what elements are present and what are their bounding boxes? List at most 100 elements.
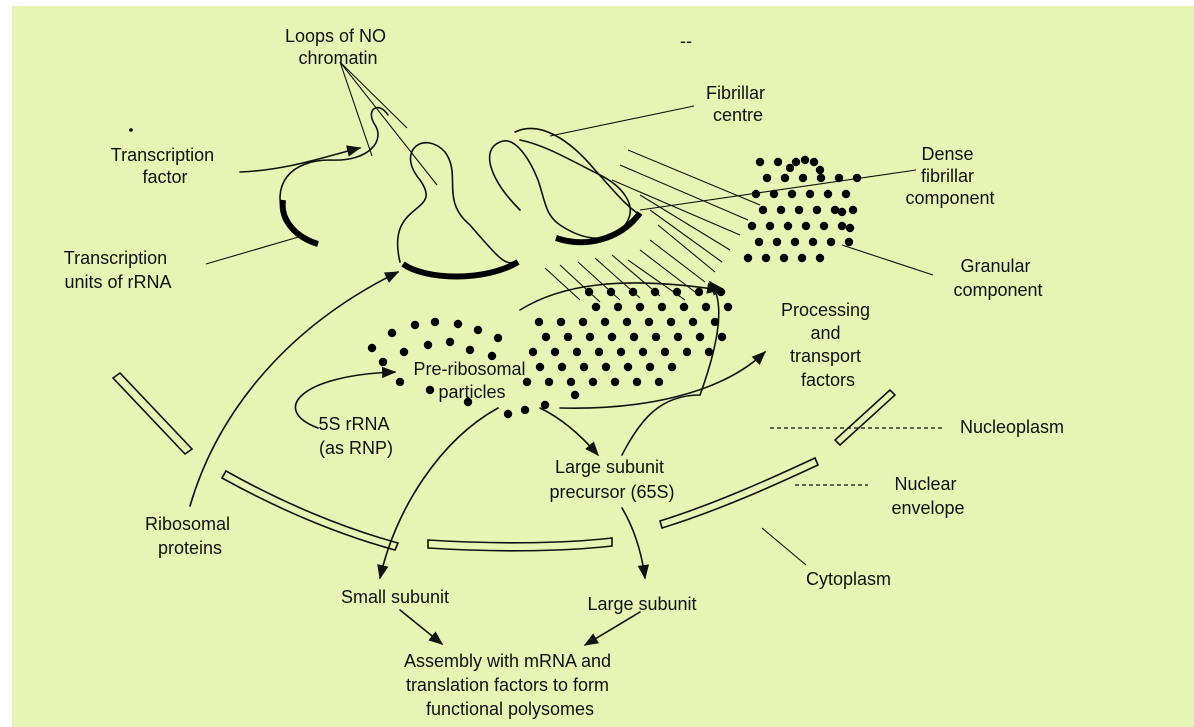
label-cytoplasm: Cytoplasm [806,569,891,589]
particle-dot [607,288,615,296]
envelope-segment [835,390,895,445]
particle-dot [623,318,631,326]
label-pre-ribosomal-particles: Pre-ribosomal particles [413,359,530,402]
particle-dot [820,222,828,230]
particle-dot [695,288,703,296]
particle-dot [611,378,619,386]
particle-dot [791,238,799,246]
particle-dot [667,318,675,326]
particle-dot [838,208,846,216]
particle-dot [792,158,800,166]
envelope-segment [428,538,612,551]
particle-dot [424,341,432,349]
leader-fibrillar-centre [550,106,694,136]
particle-dot [586,333,594,341]
arrow-to-large-precursor [540,408,598,455]
particle-dot [849,206,857,214]
particle-dot [766,222,774,230]
particle-dot [557,318,565,326]
particle-dot [368,344,376,352]
particle-dot [651,288,659,296]
leader-loops-2 [340,62,437,185]
particle-dot [788,190,796,198]
particle-dot [689,318,697,326]
particle-dot [535,318,543,326]
particle-dot [529,348,537,356]
particle-dot [827,238,835,246]
diagram-panel: Loops of NO chromatin -- Fibrillar centr… [12,6,1194,727]
particle-dot [801,156,809,164]
particle-dot [589,378,597,386]
particle-dot [759,206,767,214]
label-loops-of-no-chromatin: Loops of NO chromatin [285,26,391,68]
leader-transcription-units [206,236,302,264]
particle-dot [645,318,653,326]
chromatin-loop-middle [398,143,515,263]
particle-dot [816,254,824,262]
particle-dot [388,329,396,337]
arrow-large-to-assembly [585,612,640,645]
particle-dot [748,222,756,230]
particle-dot [494,334,502,342]
particle-dot [744,254,752,262]
particle-dot [774,158,782,166]
particle-dot [674,333,682,341]
label-fibrillar-centre: Fibrillar centre [706,83,770,125]
arrow-to-small-subunit [380,408,498,578]
particle-dot [806,190,814,198]
label-ribosomal-proteins: Ribosomal proteins [145,514,235,558]
label-large-subunit: Large subunit [587,594,696,614]
arrow-ribosomal-proteins [190,272,398,506]
label-dense-fibrillar-component: Dense fibrillar component [905,144,994,208]
arrow-small-to-assembly [400,610,442,644]
particle-dot [756,158,764,166]
particle-dot [542,333,550,341]
envelope-segment [660,458,818,528]
particle-dot [773,238,781,246]
fibrillar-hatching [545,150,760,302]
particle-dot [799,174,807,182]
particle-dot [629,288,637,296]
particle-dot [784,222,792,230]
particle-dot [777,206,785,214]
particle-dot [617,348,625,356]
leader-cytoplasm [762,528,806,565]
particle-dot [636,303,644,311]
transcription-unit-middle [403,262,518,277]
particle-dot [762,254,770,262]
particle-dot [724,303,732,311]
particle-dot [658,303,666,311]
particle-dot [661,348,669,356]
particle-dot [702,303,710,311]
arrow-to-large-subunit [622,508,645,578]
particle-dot [536,363,544,371]
particle-dot [795,206,803,214]
particle-dot [614,303,622,311]
particle-dot [558,363,566,371]
transcription-unit-left [283,200,318,244]
particle-dot [824,190,832,198]
particle-dot [521,406,529,414]
leader-granular [842,245,933,275]
label-processing-transport-factors: Processing and transport factors [781,300,875,390]
particle-dot [592,303,600,311]
particle-dot [763,174,771,182]
particle-dot [431,318,439,326]
particle-dot [786,164,794,172]
label-transcription-factor: Transcription factor [111,145,219,187]
particle-dot [630,333,638,341]
chromatin-loop-right [490,140,631,238]
particle-dot [813,206,821,214]
particle-dot [379,358,387,366]
leader-dense-fibrillar [640,170,916,210]
particle-dot [523,378,531,386]
stray-dot [129,128,133,132]
particle-dot [426,386,434,394]
particle-dot [838,222,846,230]
leader-loops-1 [340,62,372,156]
particle-dot [845,238,853,246]
particle-dot [601,318,609,326]
particle-dot [817,174,825,182]
particle-dot [696,333,704,341]
envelope-segment [222,471,398,550]
